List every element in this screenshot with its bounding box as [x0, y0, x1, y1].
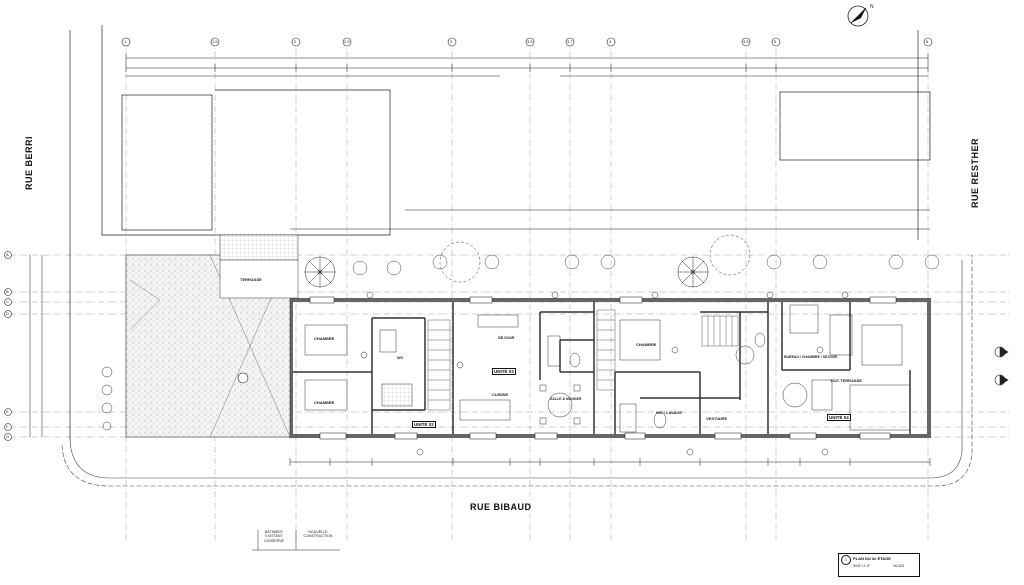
grid-label: 2.5	[344, 39, 350, 44]
room-label-wc-lavage: WC / LAVAGE	[656, 410, 683, 415]
drawing-title: PLAN DU 3e ÉTAGE	[853, 556, 891, 561]
grid-label: 1.5	[212, 39, 218, 44]
street-label-bibaud: RUE BIBAUD	[470, 502, 532, 512]
unit-tag-04: UNITÉ 04	[827, 414, 851, 421]
bottom-dimensions	[289, 458, 931, 466]
room-label-sejour: SÉJOUR	[498, 335, 515, 340]
room-label-cuisine: CUISINE	[492, 392, 509, 397]
north-arrow-icon	[847, 5, 869, 27]
grid-label: 6	[926, 39, 929, 44]
windows	[309, 296, 897, 440]
drawing-number: 1	[841, 555, 851, 565]
sheet-number: 16-023	[893, 564, 904, 568]
title-block: 1 PLAN DU 3e ÉTAGE 3/16"=1'-0" 16-023	[838, 553, 920, 577]
grid-bubbles-top	[121, 37, 933, 47]
interior-stairs	[427, 309, 739, 411]
grid-label: 4.5	[743, 39, 749, 44]
street-label-rester: RUE RESTHER	[970, 137, 980, 208]
grid-label: F	[6, 424, 9, 429]
room-label-vestiaire: VESTIAIRE	[706, 416, 728, 421]
furniture	[304, 304, 911, 433]
grid-label: 3.7	[567, 39, 573, 44]
legend-new: NOUVELLE CONSTRUCTION	[303, 530, 333, 539]
wall-poche	[289, 298, 931, 438]
grid-label: E	[6, 409, 9, 414]
room-label-bureau: BUREAU / CHAMBRE / SÉJOUR	[784, 355, 838, 359]
grid-label: A	[6, 252, 9, 257]
marker-circles	[360, 291, 849, 456]
neighbour-buildings	[69, 25, 931, 440]
grid-label: 3	[450, 39, 453, 44]
room-label-chambre-3: CHAMBRE	[636, 342, 657, 347]
section-markers	[237, 346, 1009, 386]
grid-label: 5	[774, 39, 777, 44]
stair-platform	[219, 259, 299, 299]
unit-tag-03: UNITÉ 03	[492, 368, 516, 375]
planters-left	[101, 366, 113, 431]
room-label-salle: SALLE À MANGER	[550, 397, 582, 401]
grid-label: C	[6, 299, 9, 304]
room-label-terrasse: TERRASSE	[240, 277, 262, 282]
left-dimensions	[29, 255, 43, 437]
room-label-chambre-1: CHAMBRE	[314, 336, 335, 341]
grid-label: D	[6, 311, 9, 316]
grid-label: G	[6, 434, 10, 439]
grid-label: 3.5	[527, 39, 533, 44]
spiral-stair-1	[304, 256, 336, 288]
room-label-toiture: TOIT-TERRASSE	[830, 378, 862, 383]
room-label-wc: WC	[397, 355, 404, 360]
unit-tag-02: UNITÉ 02	[412, 421, 436, 428]
drawing-scale: 3/16"=1'-0"	[853, 564, 871, 568]
trees	[352, 234, 940, 283]
property-line	[61, 255, 973, 487]
legend-existing: BÂTIMENT EXISTANT CONSERVÉ	[263, 530, 285, 543]
legend-swatches	[252, 530, 340, 551]
grid-label: 2	[294, 39, 297, 44]
top-dimensions	[125, 54, 929, 77]
grid-label: 1	[124, 39, 127, 44]
spiral-stair-2	[677, 256, 709, 288]
deck	[219, 234, 299, 261]
north-label: N	[870, 4, 874, 10]
street-label-berri: RUE BERRI	[24, 135, 34, 190]
upper-dimensions	[290, 209, 930, 230]
grid-bubbles-side	[4, 251, 12, 441]
room-label-chambre-2: CHAMBRE	[314, 400, 335, 405]
grid-label: 4	[609, 39, 612, 44]
grid-label: B	[6, 289, 9, 294]
